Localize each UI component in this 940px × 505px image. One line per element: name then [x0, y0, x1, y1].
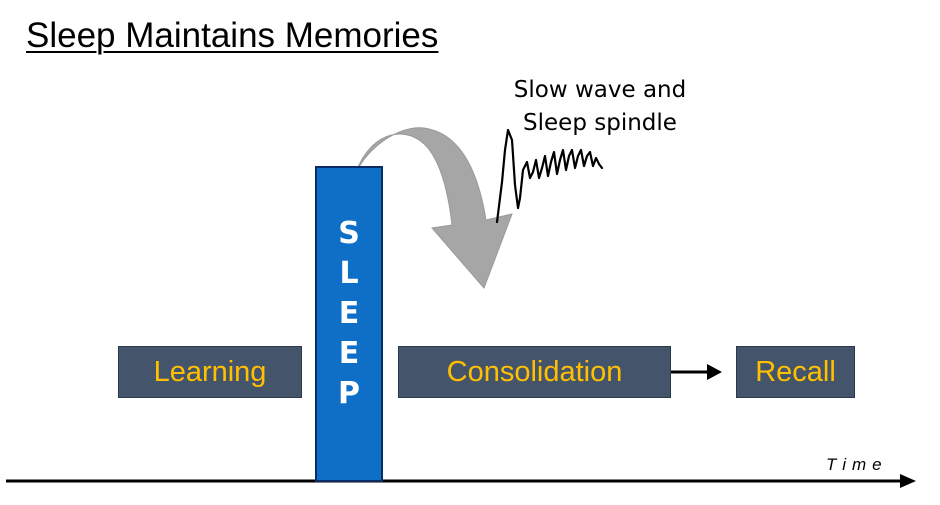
sleep-letter: P — [338, 376, 360, 411]
slow-wave-spindle-icon — [495, 128, 604, 224]
sleep-bar: S L E E P — [315, 166, 383, 482]
recall-box: Recall — [736, 346, 855, 398]
time-axis-arrowhead — [900, 474, 916, 488]
recall-label: Recall — [755, 355, 836, 388]
annotation-line-2: Sleep spindle — [523, 110, 677, 136]
sleep-letter: E — [338, 296, 360, 331]
consolidation-box: Consolidation — [398, 346, 671, 398]
annotation-line-1: Slow wave and — [513, 77, 687, 103]
to-recall-arrow-head — [707, 364, 722, 380]
sleep-letter: L — [339, 256, 359, 291]
time-axis-label: Time — [826, 455, 888, 474]
page-title: Sleep Maintains Memories — [26, 16, 439, 55]
wave-annotation: Slow wave and Sleep spindle — [500, 74, 700, 140]
consolidation-label: Consolidation — [446, 355, 623, 388]
learning-label: Learning — [153, 355, 267, 388]
sleep-letter: E — [338, 336, 360, 371]
learning-box: Learning — [118, 346, 302, 398]
sleep-letter: S — [338, 216, 360, 251]
consolidation-curved-arrow — [355, 127, 513, 289]
